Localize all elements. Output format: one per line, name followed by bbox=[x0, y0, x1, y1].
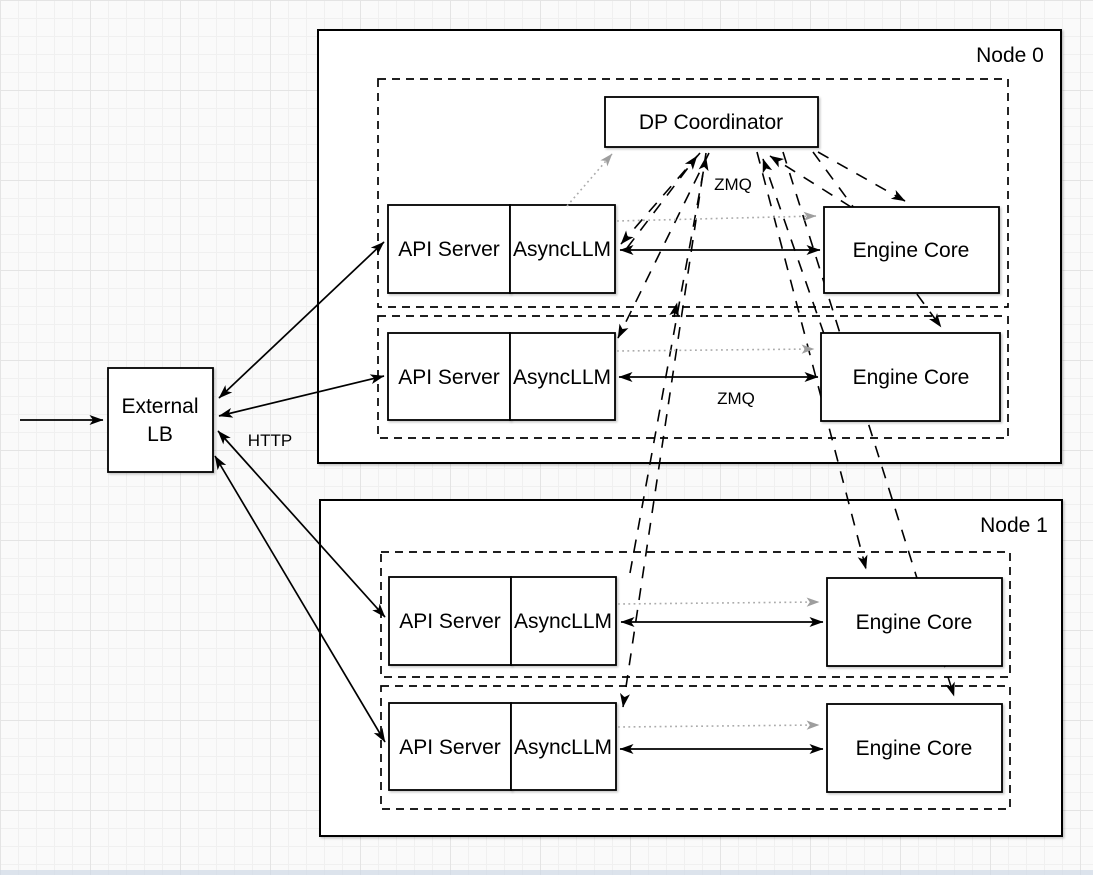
node1-row0-engine-core-label: Engine Core bbox=[856, 611, 973, 634]
zmq-coordinator-label: ZMQ bbox=[714, 175, 752, 194]
node1-title: Node 1 bbox=[980, 514, 1048, 537]
external-lb-label-line1: External bbox=[121, 395, 198, 418]
node0-row0-engine-core-label: Engine Core bbox=[853, 239, 970, 262]
lb-to-node0-api1-arrow bbox=[218, 374, 385, 418]
node0-row1-asyncllm-box bbox=[509, 332, 616, 421]
node0-row1-engine-core-label: Engine Core bbox=[853, 366, 970, 389]
zmq-row-label: ZMQ bbox=[717, 389, 755, 408]
dashed-arrow-dp-to-engine1 bbox=[812, 151, 942, 328]
node1-row1-api-server-label: API Server bbox=[399, 736, 501, 759]
dashed-arrow-asyncllm2-to-dp bbox=[629, 156, 709, 574]
zmq-row-links bbox=[618, 245, 824, 754]
node1-row1-asyncllm-label: AsyncLLM bbox=[514, 736, 612, 759]
node1-row0-asyncllm-box bbox=[510, 576, 617, 666]
node1-row0-api-server-label: API Server bbox=[399, 610, 501, 633]
node0-row0-asyncllm-box bbox=[509, 204, 616, 294]
node1-row1-engine-core-box bbox=[826, 703, 1003, 793]
node1-row1-engine-core-label: Engine Core bbox=[856, 737, 973, 760]
node1-row1-api-server-box bbox=[388, 702, 512, 791]
window-bottom-edge bbox=[0, 870, 1093, 875]
lb-to-node0-api0-arrow bbox=[218, 241, 385, 399]
dotted-arrow-node0-row0 bbox=[616, 211, 817, 222]
dp-coordinator-box bbox=[604, 96, 819, 148]
external-lb-label-line2: LB bbox=[147, 423, 173, 446]
node0-title: Node 0 bbox=[976, 44, 1044, 67]
dashed-arrow-dp-to-engine2 bbox=[756, 151, 868, 570]
dotted-arrow-node1-row1 bbox=[617, 720, 820, 730]
dashed-arrow-dp-to-engine3 bbox=[782, 151, 955, 697]
http-links bbox=[20, 241, 386, 743]
node1-row0-asyncllm-label: AsyncLLM bbox=[514, 610, 612, 633]
dotted-arrow-node1-row0 bbox=[617, 597, 820, 607]
dp-coordinator-label: DP Coordinator bbox=[639, 111, 783, 134]
dotted-arrow-node0-row1 bbox=[616, 344, 815, 354]
node0-group0-dashed-rect bbox=[377, 78, 1009, 308]
node1-group1-dashed-rect bbox=[380, 685, 1011, 810]
node0-row0-api-server-box bbox=[387, 204, 511, 294]
external-lb-box bbox=[107, 367, 214, 473]
node1-row1-asyncllm-box bbox=[510, 702, 617, 791]
node0-row0-api-server-label: API Server bbox=[398, 238, 500, 261]
node0-row1-asyncllm-label: AsyncLLM bbox=[513, 366, 611, 389]
dashed-arrow-dp-to-engine0 bbox=[817, 151, 906, 202]
node0-row1-engine-core-box bbox=[820, 332, 1001, 422]
http-label: HTTP bbox=[248, 431, 292, 450]
dashed-arrow-engine0-to-dp bbox=[769, 155, 852, 208]
node1-row0-api-server-box bbox=[388, 576, 512, 666]
node0-row0-asyncllm-label: AsyncLLM bbox=[513, 238, 611, 261]
node0-row1-api-server-box bbox=[387, 332, 511, 421]
node0-row0-engine-core-box bbox=[823, 206, 1000, 294]
node0-row1-api-server-label: API Server bbox=[398, 366, 500, 389]
lb-to-node1-api1-arrow bbox=[214, 455, 386, 743]
dashed-arrow-asyncllm0-to-dp bbox=[626, 155, 698, 249]
node1-row0-engine-core-box bbox=[826, 577, 1003, 667]
dotted-links bbox=[566, 153, 820, 730]
dotted-arrow-asyncllm0-to-dp bbox=[566, 153, 613, 207]
dashed-arrowhead-mid bbox=[669, 302, 680, 318]
